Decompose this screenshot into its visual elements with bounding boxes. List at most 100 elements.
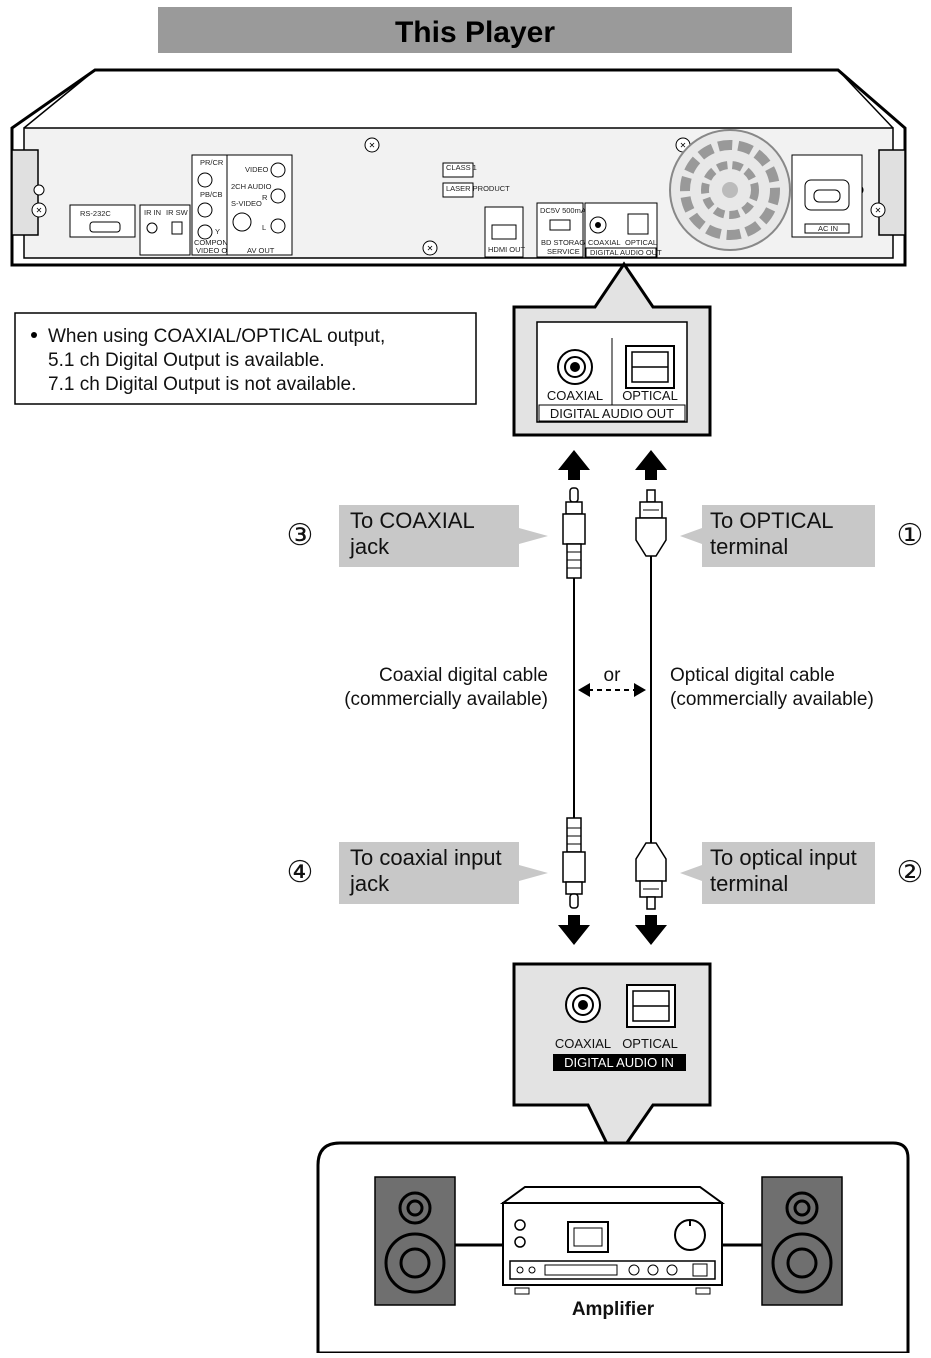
svg-text:OPTICAL: OPTICAL <box>625 238 657 247</box>
arrow-up-icon <box>558 450 590 480</box>
amplifier-label: Amplifier <box>572 1299 655 1320</box>
coaxial-jack-icon <box>557 349 593 385</box>
pb-jack <box>197 202 213 218</box>
svg-text:DC5V 500mA: DC5V 500mA <box>540 206 586 215</box>
ac-inlet <box>804 179 850 211</box>
or-label: or <box>604 665 622 686</box>
note-line1: When using COAXIAL/OPTICAL output, <box>48 326 385 347</box>
svg-text:2CH AUDIO: 2CH AUDIO <box>231 182 272 191</box>
arrow-up-icon <box>635 450 667 480</box>
out-optical-label: OPTICAL <box>622 388 678 403</box>
svg-text:jack: jack <box>349 534 390 559</box>
double-arrow-icon <box>578 683 646 697</box>
note-box: When using COAXIAL/OPTICAL output, 5.1 c… <box>14 312 477 405</box>
svg-text:L: L <box>262 223 266 232</box>
optical-terminal-small <box>627 213 649 235</box>
digital-audio-in-callout: COAXIAL OPTICAL DIGITAL AUDIO IN <box>512 962 712 1163</box>
svg-text:jack: jack <box>349 871 390 896</box>
optical-terminal-icon <box>626 984 676 1028</box>
laser-label <box>442 182 474 198</box>
audio-l-jack <box>270 218 286 234</box>
step-2-label: To optical input terminal ② <box>680 842 923 904</box>
optical-cable-label: Optical digital cable <box>670 665 835 686</box>
optical-cable-availability: (commercially available) <box>670 689 874 710</box>
laser-label <box>442 162 474 178</box>
svg-text:✕: ✕ <box>36 206 43 215</box>
bullet-icon <box>31 332 37 338</box>
in-optical-label: OPTICAL <box>622 1036 678 1051</box>
ir-sw-switch <box>171 221 183 235</box>
svg-text:To optical input: To optical input <box>710 845 857 870</box>
screw-icon: ✕ <box>31 202 47 218</box>
s-video-jack <box>232 212 252 232</box>
audio-r-jack <box>270 188 286 204</box>
svg-text:✕: ✕ <box>427 244 434 253</box>
svg-text:To coaxial input: To coaxial input <box>350 845 502 870</box>
svg-text:COAXIAL: COAXIAL <box>588 238 621 247</box>
svg-text:R: R <box>262 193 268 202</box>
usb-port <box>549 219 571 231</box>
amplifier-box: Amplifier <box>316 1141 910 1355</box>
svg-text:BD STORAGE/: BD STORAGE/ <box>541 238 593 247</box>
step-4-number: ④ <box>287 856 314 889</box>
note-line3: 7.1 ch Digital Output is not available. <box>48 374 356 395</box>
note-line2: 5.1 ch Digital Output is available. <box>48 350 325 371</box>
coaxial-cable <box>562 487 586 909</box>
svg-text:AV OUT: AV OUT <box>247 246 275 255</box>
in-coaxial-label: COAXIAL <box>555 1036 611 1051</box>
svg-text:PR/CR: PR/CR <box>200 158 224 167</box>
screw-icon: ✕ <box>364 137 380 153</box>
svg-text:RS-232C: RS-232C <box>80 209 111 218</box>
svg-text:SERVICE: SERVICE <box>547 247 580 256</box>
svg-text:AC IN: AC IN <box>818 224 838 233</box>
svg-text:VIDEO OUT: VIDEO OUT <box>196 246 238 255</box>
rs232c-port <box>89 221 121 233</box>
y-jack <box>197 224 213 240</box>
svg-text:To COAXIAL: To COAXIAL <box>350 508 475 533</box>
svg-text:terminal: terminal <box>710 871 788 896</box>
video-jack <box>270 162 286 178</box>
coaxial-cable-label: Coaxial digital cable <box>379 665 548 686</box>
right-speaker-icon <box>761 1176 843 1306</box>
coaxial-jack-icon <box>565 987 601 1023</box>
svg-text:✕: ✕ <box>875 206 882 215</box>
title-bar: This Player <box>158 7 792 53</box>
svg-text:terminal: terminal <box>710 534 788 559</box>
arrow-down-icon <box>635 915 667 945</box>
svg-text:Y: Y <box>215 227 220 236</box>
out-section-label: DIGITAL AUDIO OUT <box>550 406 674 421</box>
svg-text:To OPTICAL: To OPTICAL <box>710 508 833 533</box>
pr-jack <box>197 172 213 188</box>
svg-text:IR IN: IR IN <box>144 208 161 217</box>
svg-text:HDMI OUT: HDMI OUT <box>488 245 525 254</box>
svg-text:IR SW: IR SW <box>166 208 189 217</box>
svg-text:✕: ✕ <box>680 141 687 150</box>
svg-text:LASER PRODUCT: LASER PRODUCT <box>446 184 510 193</box>
step-3-number: ③ <box>287 519 314 552</box>
amplifier-icon <box>499 1186 726 1295</box>
optical-terminal-icon <box>625 345 675 389</box>
svg-text:PB/CB: PB/CB <box>200 190 223 199</box>
screw-icon: ✕ <box>870 202 886 218</box>
svg-text:DIGITAL AUDIO OUT: DIGITAL AUDIO OUT <box>590 248 662 257</box>
svg-text:S-VIDEO: S-VIDEO <box>231 199 262 208</box>
svg-text:COMPONENT: COMPONENT <box>194 238 243 247</box>
svg-text:✕: ✕ <box>369 141 376 150</box>
step-2-number: ② <box>897 856 924 889</box>
digital-audio-out-callout: COAXIAL OPTICAL DIGITAL AUDIO OUT <box>512 261 712 437</box>
svg-text:VIDEO: VIDEO <box>245 165 269 174</box>
coaxial-cable-availability: (commercially available) <box>344 689 548 710</box>
optical-cable <box>635 489 667 910</box>
cable-descriptions: Coaxial digital cable (commercially avai… <box>344 665 874 710</box>
ir-in-jack <box>146 222 158 234</box>
player-rear-panel: ✕ ✕ ✕ ✕ ✕ RS-232C IR IN IR SW PR/CR PB/C… <box>10 68 907 267</box>
step-4-label: ④ To coaxial input jack <box>287 842 548 904</box>
screw-icon: ✕ <box>422 240 438 256</box>
out-coaxial-label: COAXIAL <box>547 388 603 403</box>
svg-text:CLASS 1: CLASS 1 <box>446 163 477 172</box>
step-1-number: ① <box>897 519 924 552</box>
arrow-down-icon <box>558 915 590 945</box>
step-3-label: ③ To COAXIAL jack <box>287 505 548 567</box>
